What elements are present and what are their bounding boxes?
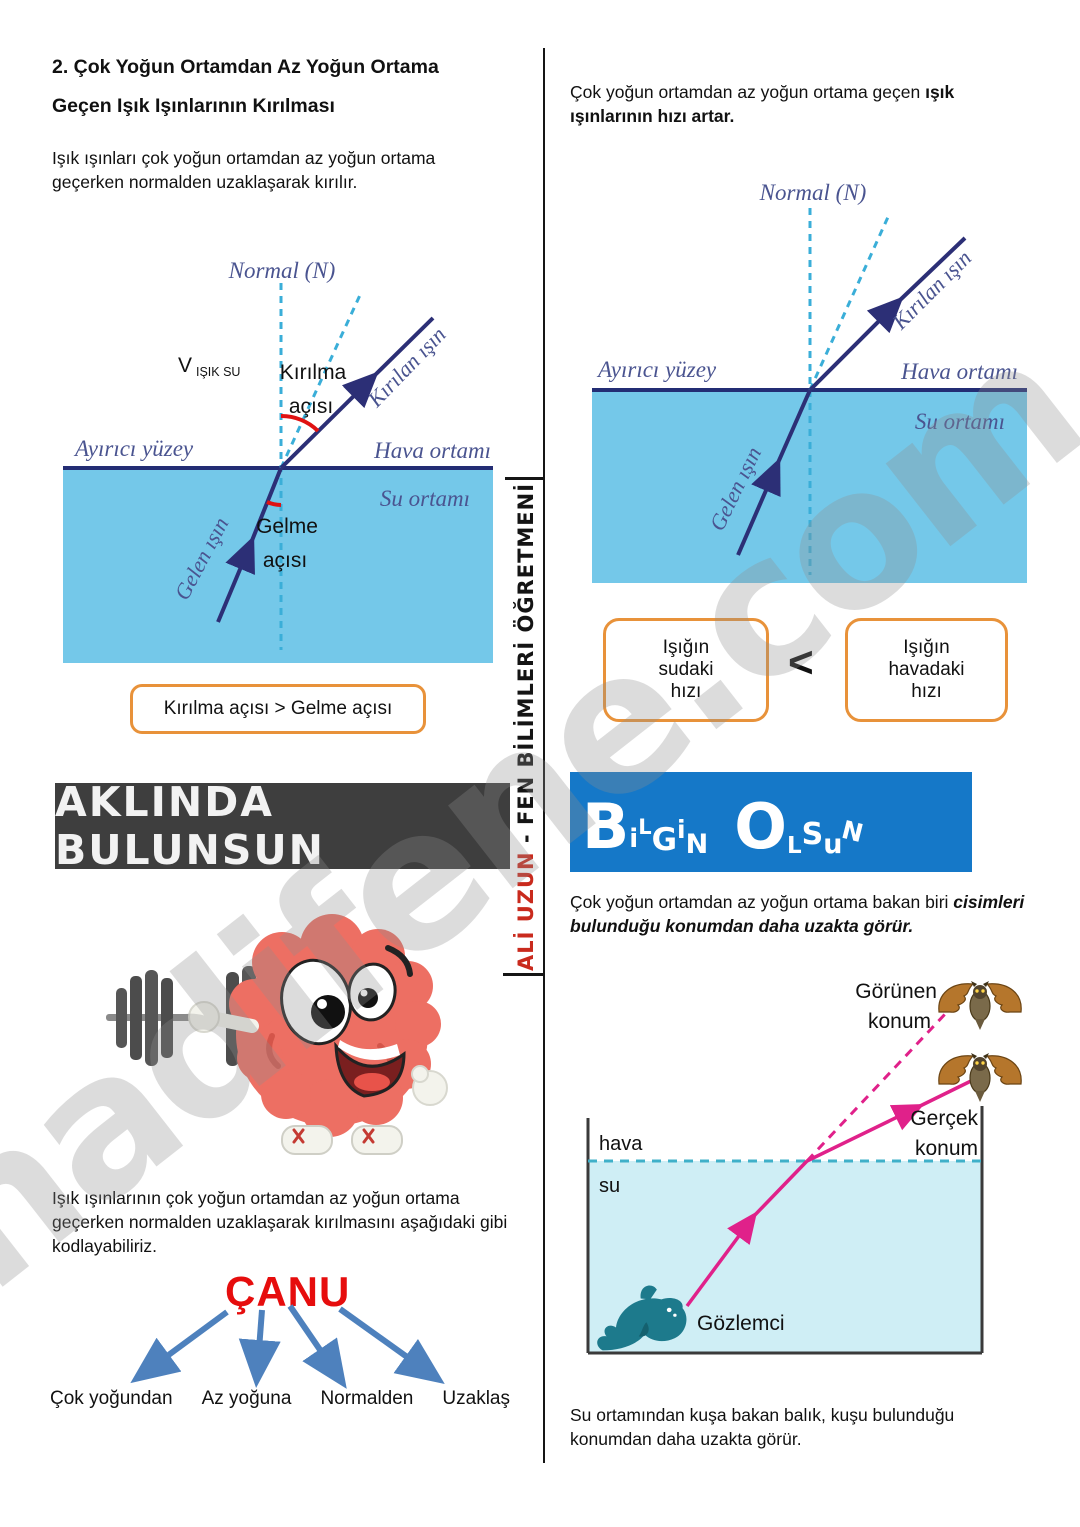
brain-hands [188,1001,448,1106]
apparent-position-diagram: Görünen konum Gerçek konum hava su Gözle… [586,980,1022,1355]
heading-line-1: 2. Çok Yoğun Ortamdan Az Yoğun Ortama [52,56,439,78]
speed-symbol-subscript: IŞIK SU [196,365,240,379]
section-heading: 2. Çok Yoğun Ortamdan Az Yoğun Ortama Ge… [52,48,522,126]
banner-letter: i [629,824,639,854]
speed-air-line1: Işığın [903,637,950,658]
surface-label: Ayırıcı yüzey [596,357,717,382]
refracted-ray-label: Kırılan ışın [362,322,451,413]
banner-letter: O [734,790,787,863]
banner-letter: L [638,815,652,839]
incident-extension-line [279,294,362,469]
surface-label: Ayırıcı yüzey [73,436,194,461]
less-than-symbol: < [788,638,814,687]
speed-air-line3: hızı [911,681,942,702]
refracted-ray-label: Kırılan ışın [886,245,976,335]
observer-label: Gözlemci [697,1312,785,1335]
banner-letter: S [801,817,824,852]
apparent-position-label-1: Görünen [855,980,937,1003]
dolphin-observer [597,1285,687,1351]
water-medium-label: Su ortamı [915,409,1005,434]
left-intro-paragraph: Işık ışınları çok yoğun ortamdan az yoğu… [52,147,436,192]
incident-extension-line [808,216,890,391]
keep-in-mind-banner: AKLINDA BULUNSUN [55,778,510,874]
air-medium-label: Hava ortamı [373,438,491,463]
speed-water-line1: Işığın [662,637,710,658]
incident-ray [736,389,812,556]
incidence-angle-label-1: Gelme [256,515,318,538]
word-cok-yogundan: Çok yoğundan [50,1388,173,1409]
right-intro-plain: Çok yoğun ortamdan az yoğun ortama geçen [570,81,926,102]
right-note-plain: Çok yoğun ortamdan az yoğun ortama bakan… [570,891,954,912]
bird-real [938,1052,1022,1103]
credit-end-mark-top [505,477,545,480]
banner-letter: B [582,790,630,863]
banner-letter: N [685,829,709,860]
rule-box: Kırılma açısı > Gelme açısı [130,684,426,734]
apparent-sight-line [805,1010,949,1163]
bird-apparent [938,980,1022,1031]
water-region [63,468,493,663]
air-label: hava [599,1133,643,1155]
arrow-az-yoguna [238,1309,281,1388]
incidence-angle-arc [266,500,282,507]
water-label: su [599,1175,620,1197]
author-title: - FEN BİLİMLERİ ÖĞRETMENİ [514,482,538,852]
real-light-ray [685,1078,974,1308]
speed-symbol-label: V [178,354,192,377]
credit-end-mark-bottom [503,973,543,976]
mnemonic-title: ÇANU [225,1268,351,1315]
right-intro-bold: ışık ışınlarının hızı artar. [570,81,955,126]
right-intro-paragraph: Çok yoğun ortamdan az yoğun ortama geçen… [570,80,1025,128]
refraction-angle-label-2: açısı [289,395,333,418]
column-divider [543,48,545,1463]
water-medium-label: Su ortamı [380,486,470,511]
incidence-angle-label-2: açısı [263,549,307,572]
speed-water-line3: hızı [670,681,702,702]
air-medium-label: Hava ortamı [900,359,1018,384]
right-note-bold: cisimleri bulunduğu konumdan daha uzakta… [570,891,1025,936]
heading-line-2: Geçen Işık Işınlarının Kırılması [52,95,335,117]
word-normalden: Normalden [320,1388,414,1409]
incident-ray [216,467,283,623]
banner-letter: L [786,833,802,859]
brain-shoes [281,1125,403,1155]
author-credit: ALİ UZUN - FEN BİLİMLERİ ÖĞRETMENİ [514,483,538,971]
banner-letter: N [839,814,867,849]
speed-box-air: Işığın havadaki hızı [845,618,1008,722]
apparent-position-label-2: konum [868,1010,931,1033]
right-outro-paragraph: Su ortamından kuşa bakan balık, kuşu bul… [570,1404,955,1449]
refraction-diagram-left: Normal (N) V IŞIK SU Kırılma açısı Kırıl… [63,258,493,663]
real-position-label-2: konum [915,1137,978,1160]
refraction-diagram-right: Normal (N) Kırılan ışın Ayırıcı yüzey Ha… [592,180,1027,583]
good-to-know-banner: B i L G i N O L S u N [570,772,972,872]
arrow-uzaklas [338,1306,445,1384]
speed-air-line2: havadaki [888,659,965,680]
refracted-ray [808,236,967,392]
refraction-angle-arc [280,413,320,433]
mnemonic-words: Çok yoğundan Az yoğuna Normalden Uzaklaş [50,1388,510,1410]
arrow-cok-yogundan [130,1309,229,1384]
refraction-angle-label-1: Kırılma [280,361,347,384]
banner-letter: G [651,822,678,858]
normal-label: Normal (N) [759,180,867,205]
normal-label: Normal (N) [228,258,336,283]
refracted-ray [279,316,435,470]
word-az-yoguna: Az yoğuna [201,1388,292,1409]
mnemonic-arrows [130,1304,445,1389]
word-uzaklas: Uzaklaş [442,1388,510,1409]
right-note-paragraph: Çok yoğun ortamdan az yoğun ortama bakan… [570,890,1030,938]
brain-face [280,945,413,1098]
code-intro-paragraph: Işık ışınlarının çok yoğun ortamdan az y… [52,1187,508,1256]
banner-letter: u [823,829,843,860]
real-position-label-1: Gerçek [910,1107,978,1130]
speed-water-line2: sudaki [658,659,714,680]
arrow-normalden [287,1304,347,1389]
speed-box-water: Işığın sudaki hızı [603,618,769,722]
banner-letter: i [677,815,686,844]
brain-mascot-illustration [106,914,448,1155]
author-name: ALİ UZUN [514,851,538,972]
